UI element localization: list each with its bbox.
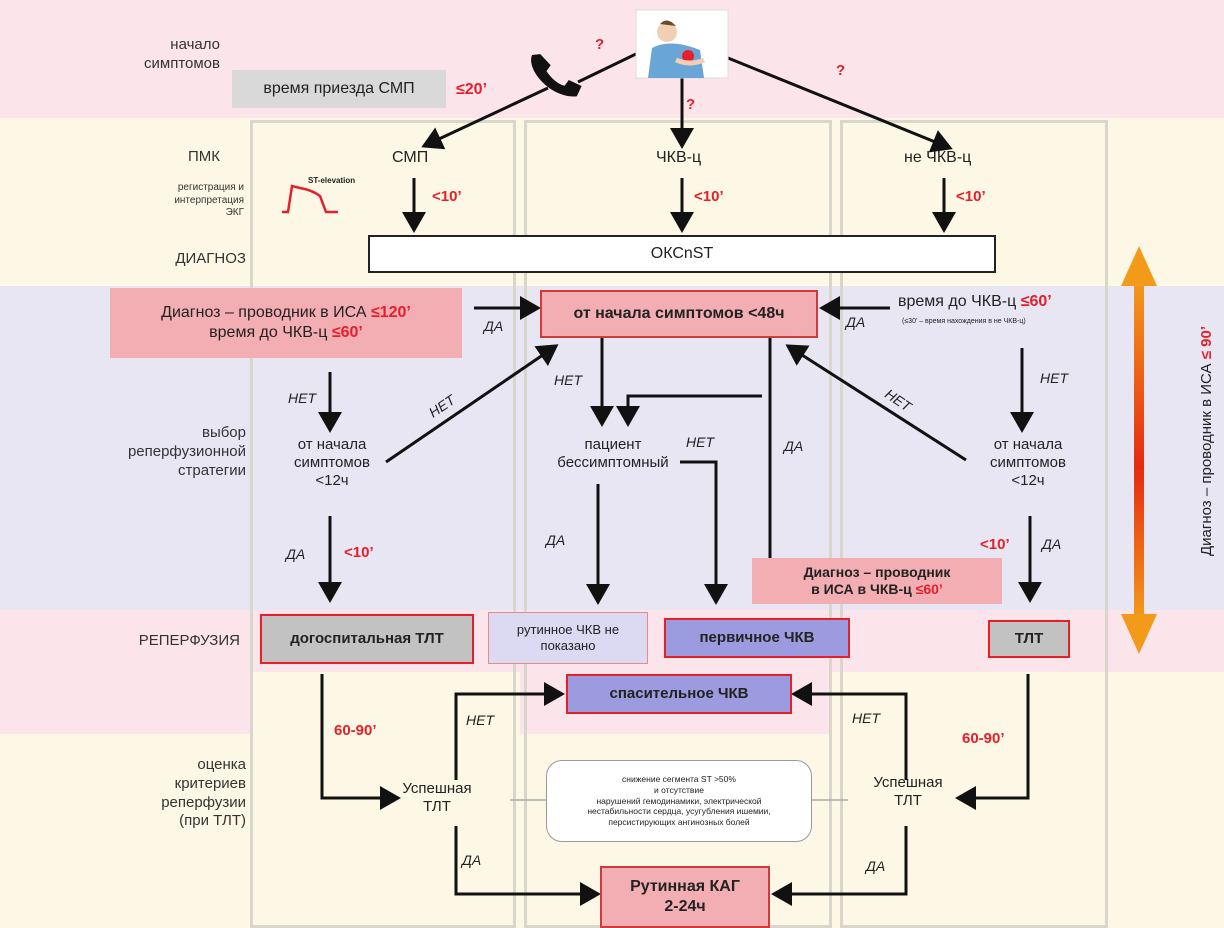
header-smp: СМП [392, 149, 429, 166]
label-ecg: регистрация и интерпретация ЭКГ [174, 182, 244, 218]
arrow-phone-to-patient [577, 52, 637, 84]
label-pmk: ПМК [187, 148, 220, 165]
label-onset: начало симптомов [144, 36, 220, 72]
vertical-diagnosis-arrow [1121, 246, 1157, 654]
band-reperfusion-left [0, 672, 250, 734]
primary-pci-box: первичное ЧКВ [664, 618, 850, 658]
vertical-diagnosis-label: Диагноз – проводник в ИСА ≤ 90’ [1198, 326, 1215, 556]
da-left-kag: ДА [462, 852, 482, 868]
net-left: НЕТ [288, 390, 316, 406]
arrival-time-limit: ≤20’ [456, 81, 488, 98]
header-pci-center: ЧКВ-ц [656, 149, 702, 166]
reperfusion-criteria-box: снижение сегмента ST >50% и отсутствие н… [546, 760, 812, 842]
right-criteria-note: (≤30’ – время нахождения в не ЧКВ-ц) [902, 318, 1026, 325]
time-nonpci: <10’ [956, 188, 986, 205]
prehospital-tlt-box: догоспитальная ТЛТ [260, 614, 474, 664]
net-right: НЕТ [1040, 370, 1068, 386]
da-right-kag: ДА [866, 858, 886, 874]
arrow-to-nonpci [727, 56, 953, 153]
arrow-branch-to-asymp [616, 394, 762, 427]
da-right: ДА [1042, 536, 1062, 552]
tlt-box: ТЛТ [988, 620, 1070, 658]
success-tlt-right: Успешная ТЛТ [873, 774, 943, 809]
da-left: ДА [286, 546, 306, 562]
time-left-tlt: <10’ [344, 544, 374, 561]
onset-48h-box: от начала симптомов <48ч [540, 290, 818, 338]
da-center-long: ДА [784, 438, 804, 454]
rescue-pci-box: спасительное ЧКВ [566, 674, 792, 714]
header-non-pci: не ЧКВ-ц [904, 149, 972, 166]
arrow-right-da-kag [771, 826, 908, 906]
net-left-rescue: НЕТ [466, 712, 494, 728]
arrow-prehosp-to-success [320, 674, 401, 810]
time-pci: <10’ [694, 188, 724, 205]
success-tlt-left: Успешная ТЛТ [402, 780, 472, 815]
da-left-center: ДА [484, 318, 504, 334]
time-60-90-right: 60-90’ [962, 730, 1005, 747]
question-pci: ? [686, 96, 696, 113]
routine-kag-box: Рутинная КАГ 2-24ч [600, 866, 770, 928]
arrow-onset12-to-center [385, 344, 559, 464]
net-asymp: НЕТ [686, 434, 714, 450]
label-assessment: оценка критериев реперфузии (при ТЛТ) [161, 756, 246, 830]
arrow-left-da-kag [454, 826, 601, 906]
routine-pci-not-indicated-box: рутинное ЧКВ не показано [488, 612, 648, 664]
arrow-asymp-net [680, 460, 728, 605]
arrow-right-onset-to-center [785, 344, 967, 462]
diag-pci-box: Диагноз – проводник в ИСА в ЧКВ-ц ≤60’ [752, 558, 1002, 604]
da-right-center: ДА [846, 314, 866, 330]
net-center: НЕТ [554, 372, 582, 388]
asymptomatic-patient: пациент бессимптомный [557, 436, 669, 471]
ecg-st-elevation-icon [282, 184, 338, 214]
arrow-to-smp [421, 86, 549, 150]
da-asymp: ДА [546, 532, 566, 548]
arrow-left-net-rescue [454, 682, 565, 780]
column-non-pci [840, 120, 1108, 928]
arrival-time-box: время приезда СМП [232, 70, 446, 108]
band-onset [0, 0, 1224, 118]
phone-icon [531, 54, 582, 97]
time-smp: <10’ [432, 188, 462, 205]
column-smp [250, 120, 516, 928]
onset-12h-right: от начала симптомов <12ч [990, 436, 1066, 489]
left-criteria-box: Диагноз – проводник в ИСА ≤120’ время до… [110, 288, 462, 358]
label-choice: выбор реперфузионной стратегии [127, 424, 246, 479]
net-right-rescue: НЕТ [852, 710, 880, 726]
patient-icon [635, 9, 729, 79]
ecg-caption: ST-elevation [308, 176, 356, 185]
okcnst-box: ОКСnST [368, 235, 996, 273]
question-nonpci: ? [836, 62, 846, 79]
time-60-90-left: 60-90’ [334, 722, 377, 739]
right-criteria-time: время до ЧКВ-ц ≤60’ [898, 293, 1052, 310]
arrow-tlt-to-success [955, 674, 1030, 810]
onset-12h-left: от начала симптомов <12ч [294, 436, 370, 489]
label-diagnosis: ДИАГНОЗ [175, 250, 246, 267]
label-reperfusion: РЕПЕРФУЗИЯ [138, 632, 240, 649]
question-phone: ? [595, 36, 605, 53]
time-right-tlt: <10’ [980, 536, 1010, 553]
arrow-right-net-rescue [791, 682, 908, 780]
